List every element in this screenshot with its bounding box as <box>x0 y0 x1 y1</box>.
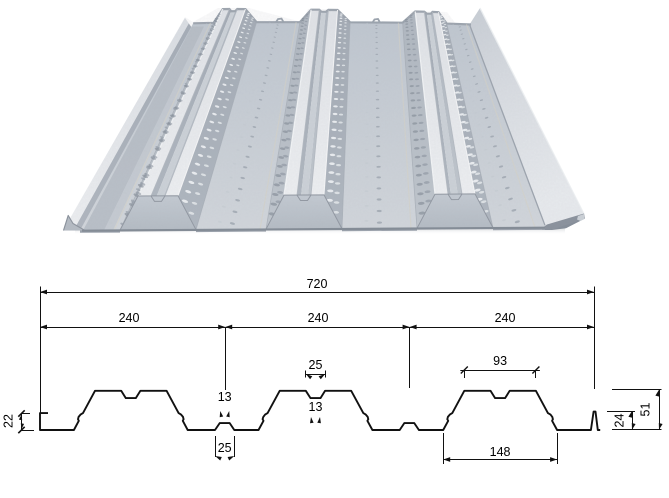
svg-text:25: 25 <box>218 441 232 455</box>
svg-text:240: 240 <box>495 311 516 325</box>
svg-text:25: 25 <box>309 358 323 372</box>
svg-text:51: 51 <box>639 403 653 417</box>
svg-text:240: 240 <box>308 311 329 325</box>
svg-text:13: 13 <box>309 400 323 414</box>
svg-text:22: 22 <box>2 414 16 428</box>
svg-text:13: 13 <box>218 390 232 404</box>
svg-text:720: 720 <box>307 277 328 291</box>
svg-text:24: 24 <box>613 414 627 428</box>
svg-text:240: 240 <box>119 311 140 325</box>
svg-text:93: 93 <box>493 354 507 368</box>
svg-text:148: 148 <box>490 445 511 459</box>
